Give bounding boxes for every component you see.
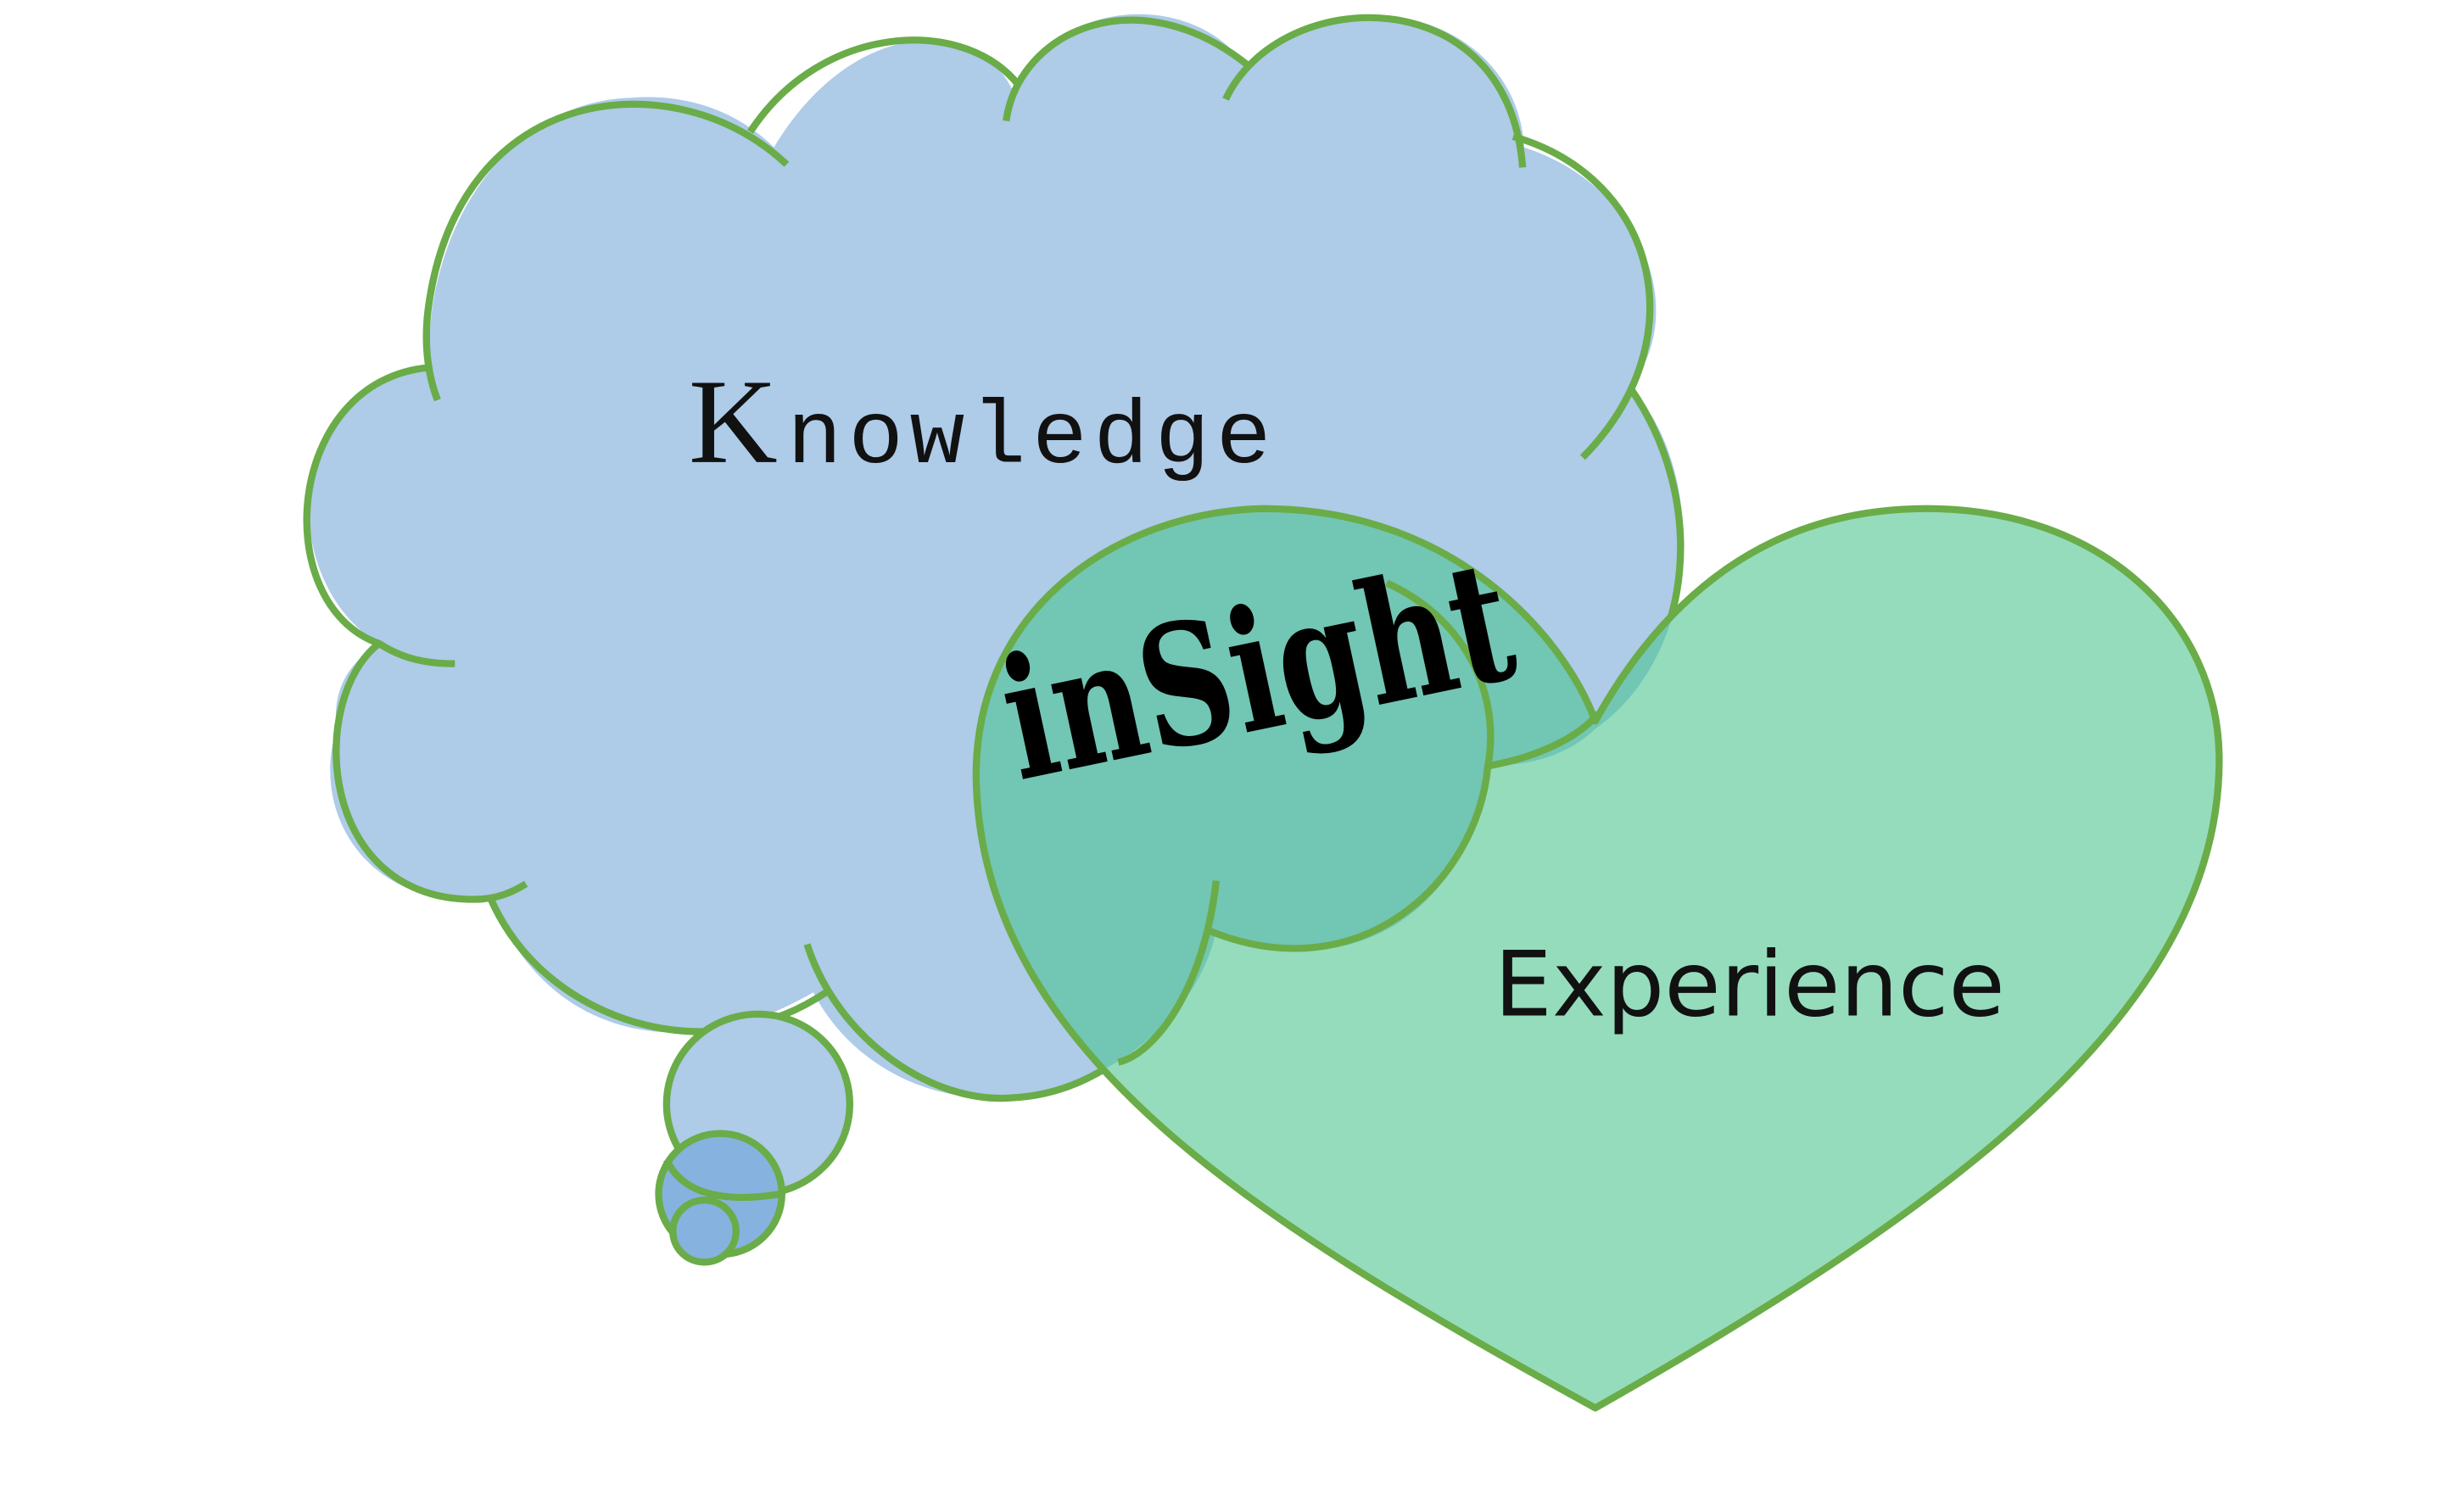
experience-label: Experience xyxy=(1495,934,2005,1038)
thought-bubble-small xyxy=(669,1197,740,1266)
overlap-lobe-outline xyxy=(1117,579,1601,1066)
thought-bubbles xyxy=(655,1010,854,1266)
